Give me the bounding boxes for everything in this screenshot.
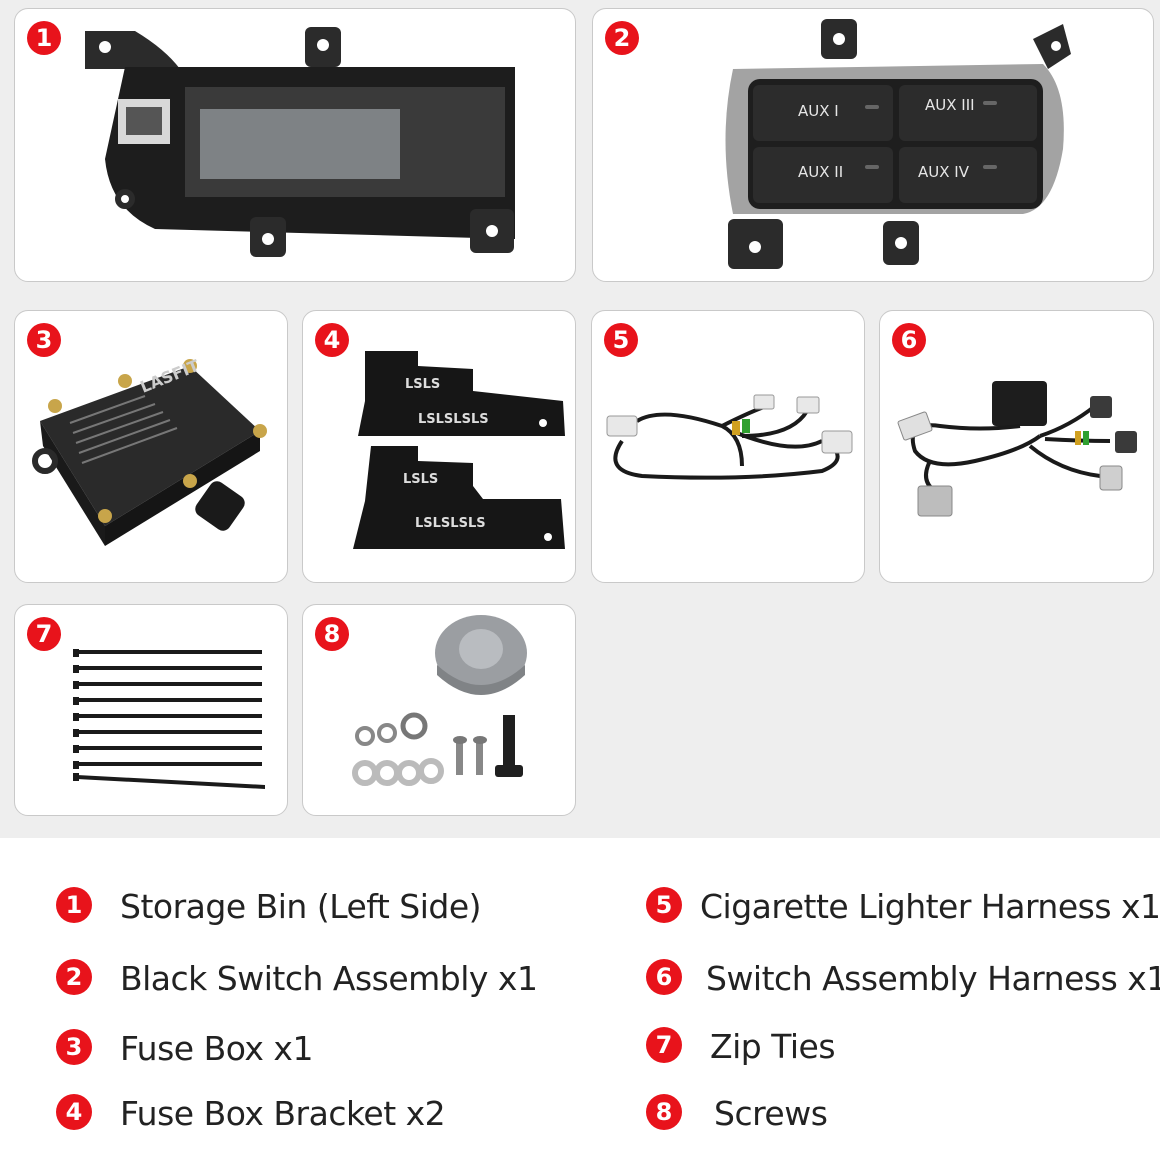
zip-ties-image [73, 649, 265, 789]
legend-label-7: Zip Ties [710, 1027, 836, 1066]
switch-label-aux2: AUX II [798, 163, 843, 181]
card-fuse-box: LASFIT 3 [14, 310, 288, 583]
legend-label-3: Fuse Box x1 [120, 1029, 313, 1068]
bracket-mark-2a: LSLS [403, 472, 438, 487]
badge-4: 4 [315, 323, 349, 357]
switch-assembly-image: AUX I AUX III AUX II AUX IV [725, 19, 1071, 269]
badge-2: 2 [605, 21, 639, 55]
legend-badge-3: 3 [56, 1029, 92, 1065]
legend-badge-8: 8 [646, 1094, 682, 1130]
switch-label-aux4: AUX IV [918, 163, 970, 181]
switch-label-aux3: AUX III [925, 96, 975, 114]
badge-7: 7 [27, 617, 61, 651]
legend-badge-4: 4 [56, 1094, 92, 1130]
legend-badge-7: 7 [646, 1027, 682, 1063]
legend-badge-6: 6 [646, 959, 682, 995]
legend-label-5: Cigarette Lighter Harness x1 [700, 887, 1160, 926]
badge-5: 5 [604, 323, 638, 357]
badge-6: 6 [892, 323, 926, 357]
legend-label-4: Fuse Box Bracket x2 [120, 1094, 446, 1133]
card-storage-bin: 1 [14, 8, 576, 282]
cigarette-lighter-harness-image [606, 394, 853, 480]
legend-badge-5: 5 [646, 887, 682, 923]
badge-8: 8 [315, 617, 349, 651]
switch-label-aux1: AUX I [798, 102, 839, 120]
bracket-mark-1a: LSLS [405, 377, 440, 392]
product-gallery: 1 AUX I AUX III AUX II AUX IV [0, 0, 1160, 838]
badge-3: 3 [27, 323, 61, 357]
card-switch-assembly: AUX I AUX III AUX II AUX IV 2 [592, 8, 1154, 282]
legend-label-6: Switch Assembly Harness x1 [706, 959, 1160, 998]
badge-1: 1 [27, 21, 61, 55]
legend-label-1: Storage Bin (Left Side) [120, 887, 482, 926]
legend-badge-2: 2 [56, 959, 92, 995]
legend-badge-1: 1 [56, 887, 92, 923]
screws-image [352, 615, 527, 786]
card-cigarette-lighter-harness: 5 [591, 310, 865, 583]
storage-bin-image [85, 27, 515, 257]
fuse-box-image: LASFIT [32, 356, 267, 546]
fuse-box-bracket-image: LSLS LSLSLSLS LSLS LSLSLSLS [353, 351, 565, 549]
card-zip-ties: 7 [14, 604, 288, 816]
card-fuse-box-bracket: LSLS LSLSLSLS LSLS LSLSLSLS 4 [302, 310, 576, 583]
switch-assembly-harness-image [897, 381, 1137, 517]
bracket-mark-1b: LSLSLSLS [418, 412, 489, 427]
legend-label-2: Black Switch Assembly x1 [120, 959, 538, 998]
card-switch-assembly-harness: 6 [879, 310, 1154, 583]
bracket-mark-2b: LSLSLSLS [415, 516, 486, 531]
card-screws: 8 [302, 604, 576, 816]
legend-label-8: Screws [714, 1094, 828, 1133]
